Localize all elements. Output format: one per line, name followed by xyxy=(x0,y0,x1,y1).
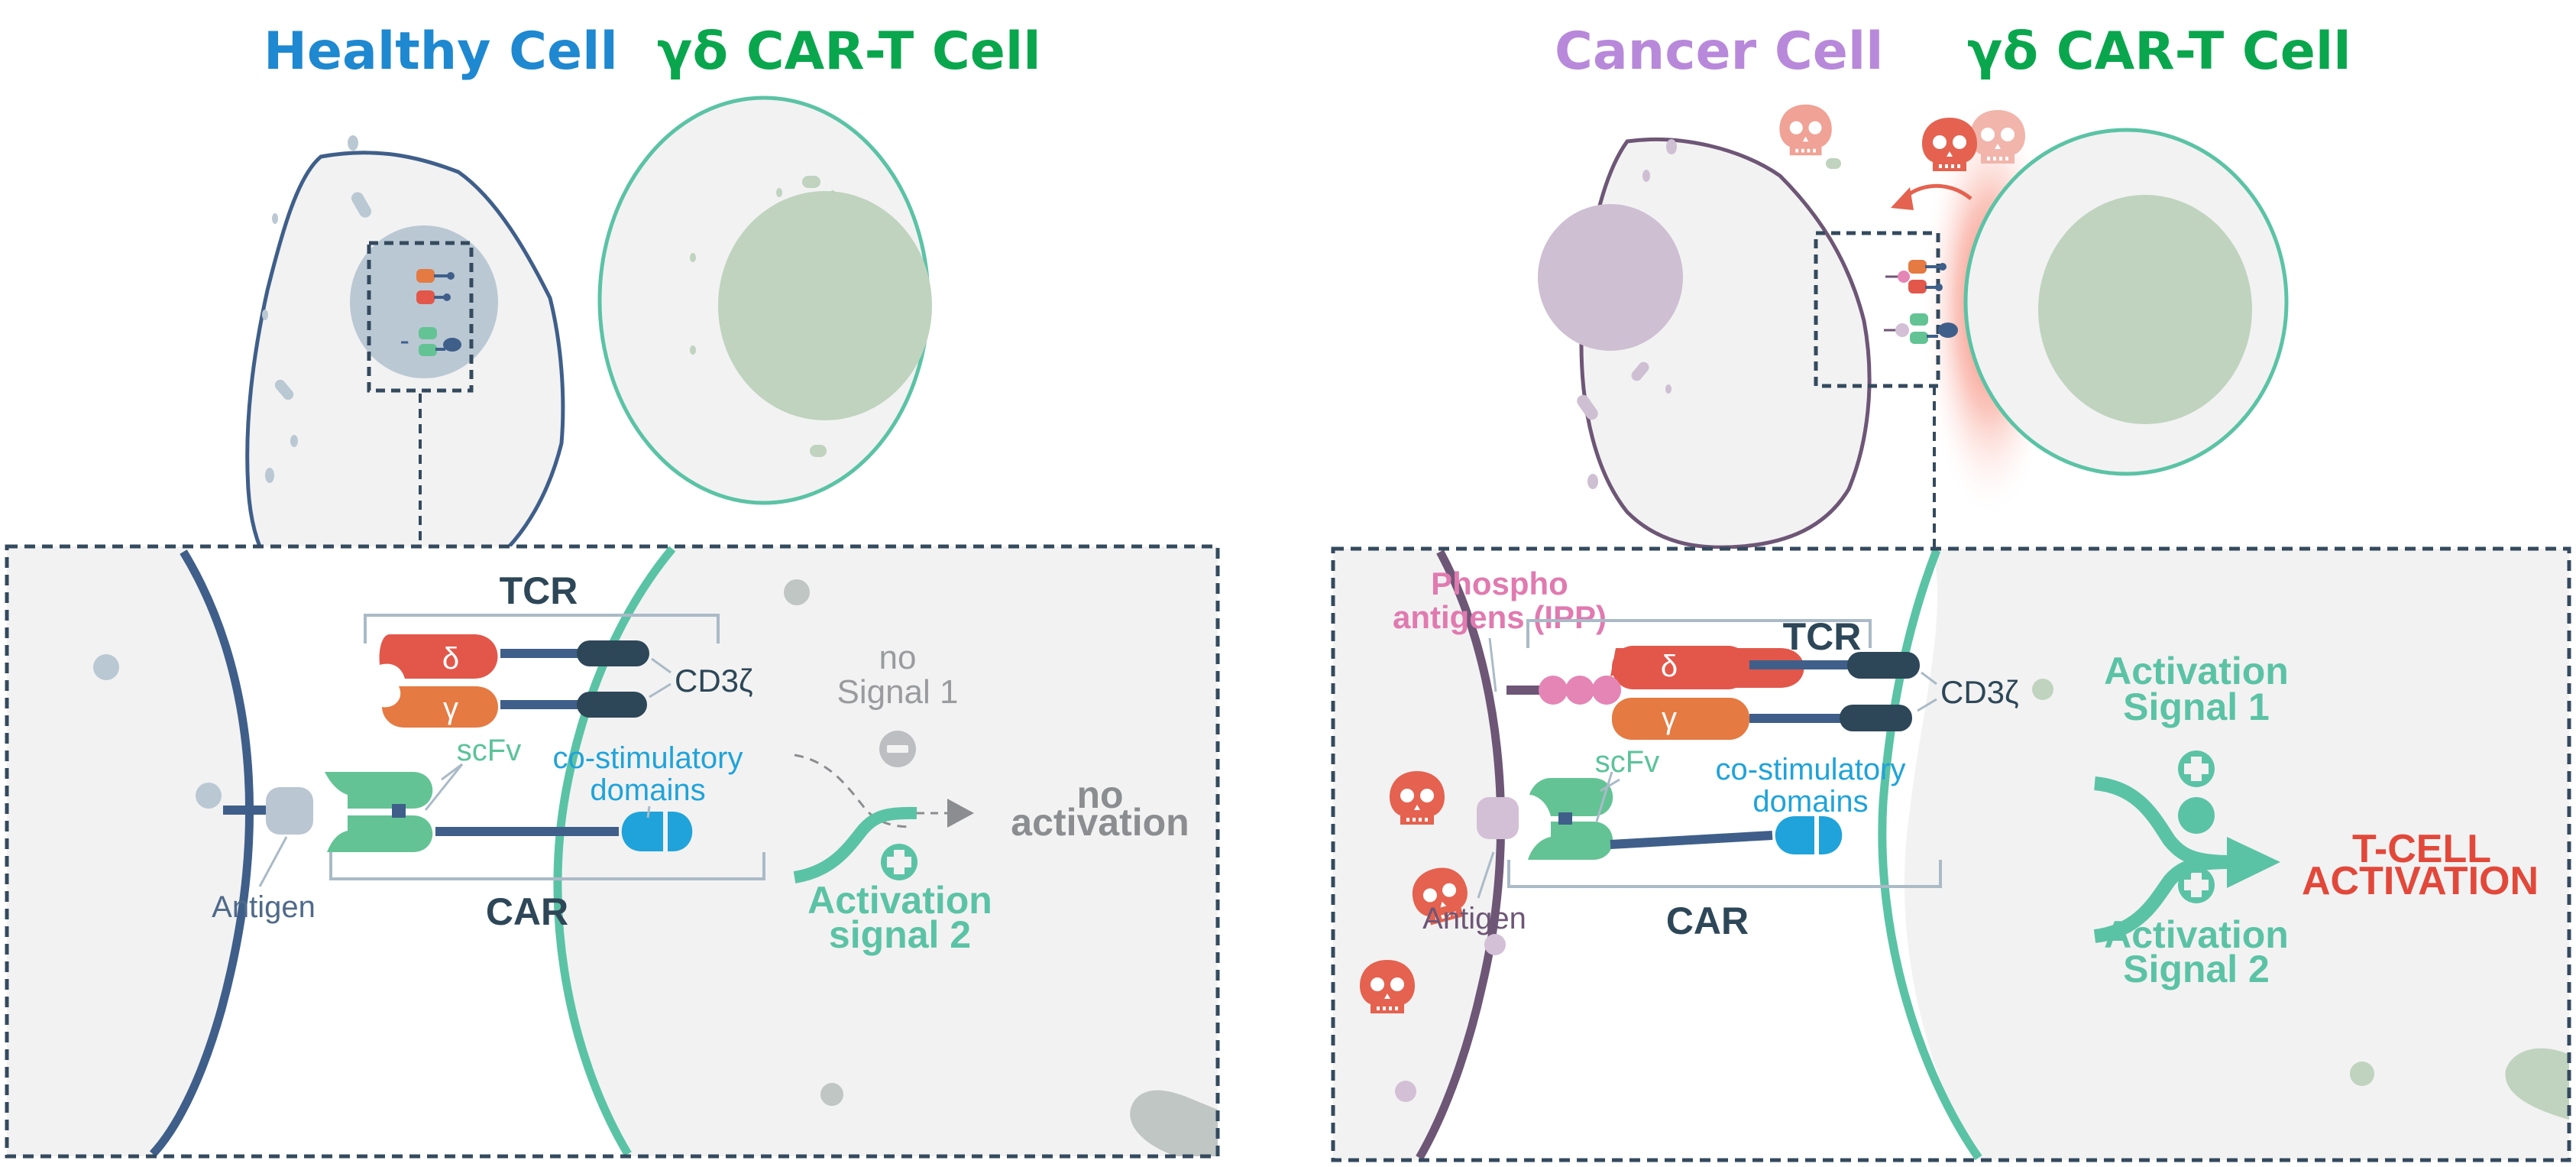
right-costim-right xyxy=(1819,816,1843,854)
left-gamma-symbol: γ xyxy=(443,692,458,725)
right-costim-left xyxy=(1775,816,1814,854)
signal2-path xyxy=(793,806,917,883)
no-signal1-label-2: Signal 1 xyxy=(837,673,958,711)
tcr-bracket xyxy=(364,614,720,643)
right-car-label: CAR xyxy=(1666,900,1749,942)
healthy-cell xyxy=(245,151,565,615)
right-cd3z-lower xyxy=(1840,705,1912,731)
left-scfv-lower xyxy=(327,815,433,852)
left-delta-symbol: δ xyxy=(442,642,459,676)
right-costim-label-2: domains xyxy=(1752,785,1868,819)
cancer-nucleus xyxy=(1538,204,1683,351)
left-gamma-chain xyxy=(382,686,498,728)
cancer-cell-title: Cancer Cell xyxy=(1555,21,1883,82)
left-signal2-label-2: signal 2 xyxy=(829,913,971,956)
right-cart-cell-title: γδ CAR-T Cell xyxy=(1967,21,2351,82)
left-tcell-membrane xyxy=(553,546,676,1156)
left-cd3z-lower xyxy=(577,692,647,718)
right-antigen xyxy=(1477,797,1519,839)
cancer-cell-overview xyxy=(1538,137,1872,549)
plus-circle-icon xyxy=(2178,797,2215,834)
right-zoom-box xyxy=(1814,231,1940,388)
phospho-label-1: Phospho xyxy=(1431,566,1568,601)
left-car-label: CAR xyxy=(486,890,568,933)
left-signal2-label-1: Activation xyxy=(807,879,992,922)
car-bracket xyxy=(329,852,765,880)
plus-circle-icon-signal2 xyxy=(2178,867,2215,903)
left-tcell-overview xyxy=(597,96,932,505)
right-mini-receptors xyxy=(1884,260,1958,344)
left-detail-panel: TCR δ γ CD3ζ scFv co-stimulatory domains… xyxy=(5,544,1220,1159)
left-panel-border xyxy=(5,544,1220,1159)
left-scfv-label: scFv xyxy=(457,734,521,767)
minus-circle-icon xyxy=(879,731,916,767)
left-tcell-nucleus xyxy=(718,191,932,420)
left-zoom-box xyxy=(367,241,474,393)
right-gamma-symbol: γ xyxy=(1662,702,1677,735)
no-signal1-label-1: no xyxy=(879,639,917,676)
tcell-activation-label-2: ACTIVATION xyxy=(2302,859,2539,903)
healthy-membrane xyxy=(149,549,254,1157)
left-tcr-label: TCR xyxy=(500,569,578,612)
signal1-label-2: Signal 1 xyxy=(2123,686,2270,728)
no-activation-label-1: no xyxy=(1076,773,1123,816)
tcell-activation-label-1: T-CELL xyxy=(2352,827,2491,871)
activation-arrow-icon xyxy=(2227,837,2280,888)
right-delta-symbol: δ xyxy=(1661,650,1678,683)
left-cd3z-upper xyxy=(577,640,649,666)
skull-icon xyxy=(1779,104,1832,156)
right-tcell-overview xyxy=(1826,128,2289,476)
right-tcr-label: TCR xyxy=(1783,615,1862,658)
left-costim-label-2: domains xyxy=(590,773,705,807)
phosphoantigen-bead xyxy=(1539,676,1568,705)
left-costim-right xyxy=(668,812,693,851)
left-costim-left xyxy=(621,812,663,851)
right-tcell-membrane xyxy=(1878,549,1982,1161)
left-cart-cell-title: γδ CAR-T Cell xyxy=(657,21,1041,82)
signal2-path-right xyxy=(2093,855,2231,943)
right-tcell-nucleus xyxy=(2038,195,2252,424)
right-detail-panel: Phospho antigens (IPP) TCR δ γ CD3ζ xyxy=(1331,546,2571,1162)
no-activation-arrow-icon xyxy=(947,799,974,828)
kill-arrowhead-icon xyxy=(1891,187,1914,210)
right-cd3z-label: CD3ζ xyxy=(1940,674,2019,710)
skull-group-top xyxy=(1779,104,2025,171)
signal2-label-2: Signal 2 xyxy=(2123,948,2270,990)
phosphoantigen-bead xyxy=(1565,676,1594,705)
cancer-membrane xyxy=(1416,549,1506,1160)
signal1-label-1: Activation xyxy=(2104,650,2289,692)
no-signal1-dashed-path xyxy=(794,754,914,828)
left-costim-label-1: co-stimulatory xyxy=(553,741,743,775)
right-scfv-upper xyxy=(1529,778,1613,816)
left-antigen-label: Antigen xyxy=(212,890,316,924)
left-scfv-upper xyxy=(325,772,433,809)
right-scfv-lower xyxy=(1528,822,1613,860)
right-gamma-chain xyxy=(1612,698,1749,740)
plus-circle-icon xyxy=(2178,750,2215,787)
left-cd3z-label: CD3ζ xyxy=(675,663,753,699)
plus-circle-icon xyxy=(881,844,917,880)
left-antigen xyxy=(266,787,313,835)
healthy-cell-overview xyxy=(245,135,565,615)
no-activation-label-2: activation xyxy=(1011,801,1189,844)
right-cd3z-upper xyxy=(1847,652,1920,679)
healthy-cell-title: Healthy Cell xyxy=(264,21,618,82)
phospho-label-2: antigens (IPP) xyxy=(1393,599,1607,635)
right-scfv-label: scFv xyxy=(1595,745,1659,779)
right-panel-border xyxy=(1331,546,2571,1162)
right-costim-label-1: co-stimulatory xyxy=(1716,753,1906,786)
right-antigen-label: Antigen xyxy=(1422,902,1526,935)
left-mini-receptors xyxy=(401,269,461,356)
